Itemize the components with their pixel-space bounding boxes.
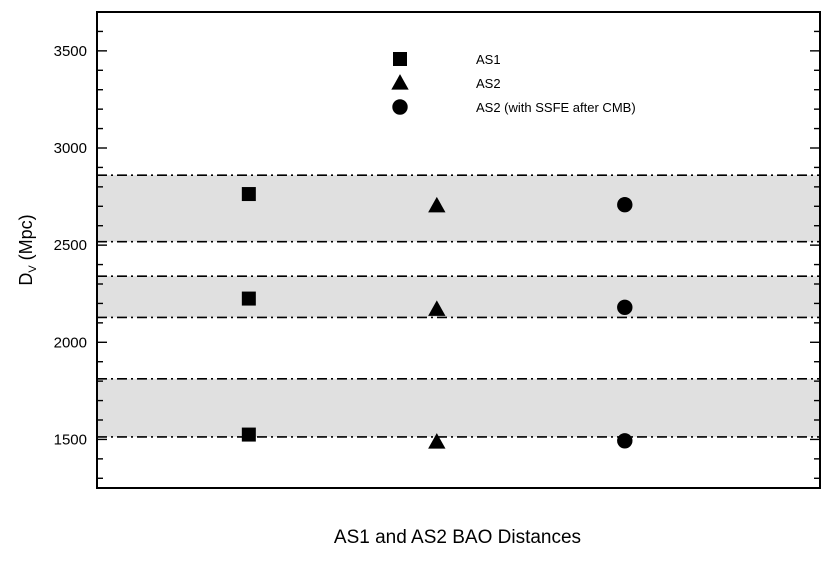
shaded-band: [97, 175, 820, 242]
data-point-triangle: [428, 196, 446, 213]
y-tick-label: 2500: [54, 237, 87, 254]
data-point-square: [241, 291, 256, 306]
shaded-band: [97, 378, 820, 437]
y-axis-title: DV (Mpc): [16, 214, 39, 285]
y-axis-ticks: 1500 2000 2500 3000 3500: [54, 11, 820, 479]
data-point-square: [241, 427, 256, 442]
y-axis-title-subscript: V: [27, 265, 39, 273]
y-tick-label: 2000: [54, 334, 87, 351]
plot-frame: [96, 11, 821, 489]
y-tick-label: 3000: [54, 140, 87, 157]
legend-marker-square: [393, 52, 407, 66]
x-axis-title: AS1 and AS2 BAO Distances: [334, 527, 581, 548]
y-axis-title-main: D: [16, 273, 36, 286]
bands-layer: [97, 174, 820, 438]
legend-marker-triangle: [391, 74, 409, 90]
data-point-circle: [617, 299, 633, 316]
data-point-triangle: [428, 300, 446, 316]
shaded-band: [97, 276, 820, 318]
data-point-square: [241, 187, 256, 202]
data-point-circle: [617, 197, 633, 213]
legend-marker-circle: [392, 99, 408, 115]
data-point-triangle: [428, 433, 446, 449]
y-tick-label: 3500: [54, 43, 87, 60]
y-axis-title-unit: (Mpc): [16, 214, 36, 260]
data-point-circle: [617, 433, 633, 449]
y-tick-label: 1500: [54, 431, 87, 448]
legend-label: AS2: [476, 76, 501, 91]
legend-label: AS1: [476, 52, 501, 67]
legend-label: AS2 (with SSFE after CMB): [476, 100, 636, 115]
data-markers: [241, 187, 633, 449]
